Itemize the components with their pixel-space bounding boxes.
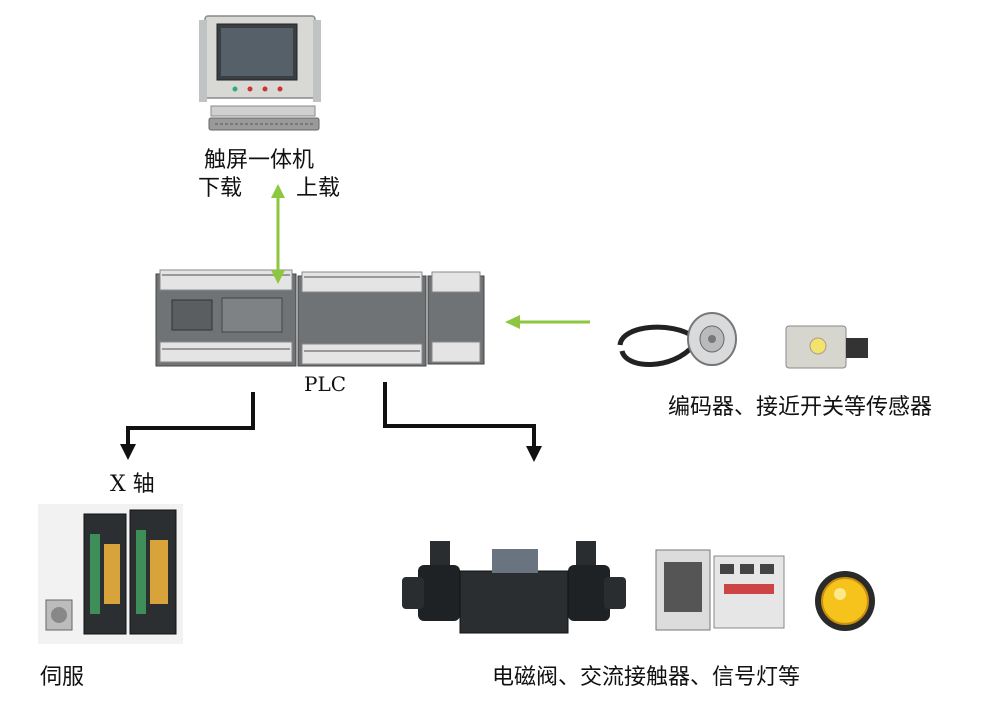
hmi-label: 触屏一体机 <box>204 148 315 173</box>
sensor-plc-arrow <box>505 315 590 329</box>
plc-servo-arrow <box>126 392 255 446</box>
sensors-label: 编码器、接近开关等传感器 <box>668 395 933 420</box>
contactor-image <box>655 549 785 631</box>
actuators-label: 电磁阀、交流接触器、信号灯等 <box>492 665 801 690</box>
signal-lamp-image <box>815 571 875 631</box>
hmi-device-image <box>199 15 321 131</box>
x-axis-label: X 轴 <box>110 472 155 497</box>
plc-label: PLC <box>304 372 347 396</box>
upload-label: 上载 <box>296 176 341 201</box>
servo-device-image <box>38 504 183 644</box>
plc-actuator-arrow <box>383 382 536 448</box>
plc-device-image <box>155 269 485 367</box>
encoder-device-image <box>617 312 737 367</box>
hmi-plc-arrow <box>271 184 285 284</box>
proximity-switch-image <box>785 325 868 369</box>
solenoid-valve-image <box>402 541 626 634</box>
download-label: 下载 <box>198 176 243 201</box>
servo-label: 伺服 <box>40 665 85 690</box>
